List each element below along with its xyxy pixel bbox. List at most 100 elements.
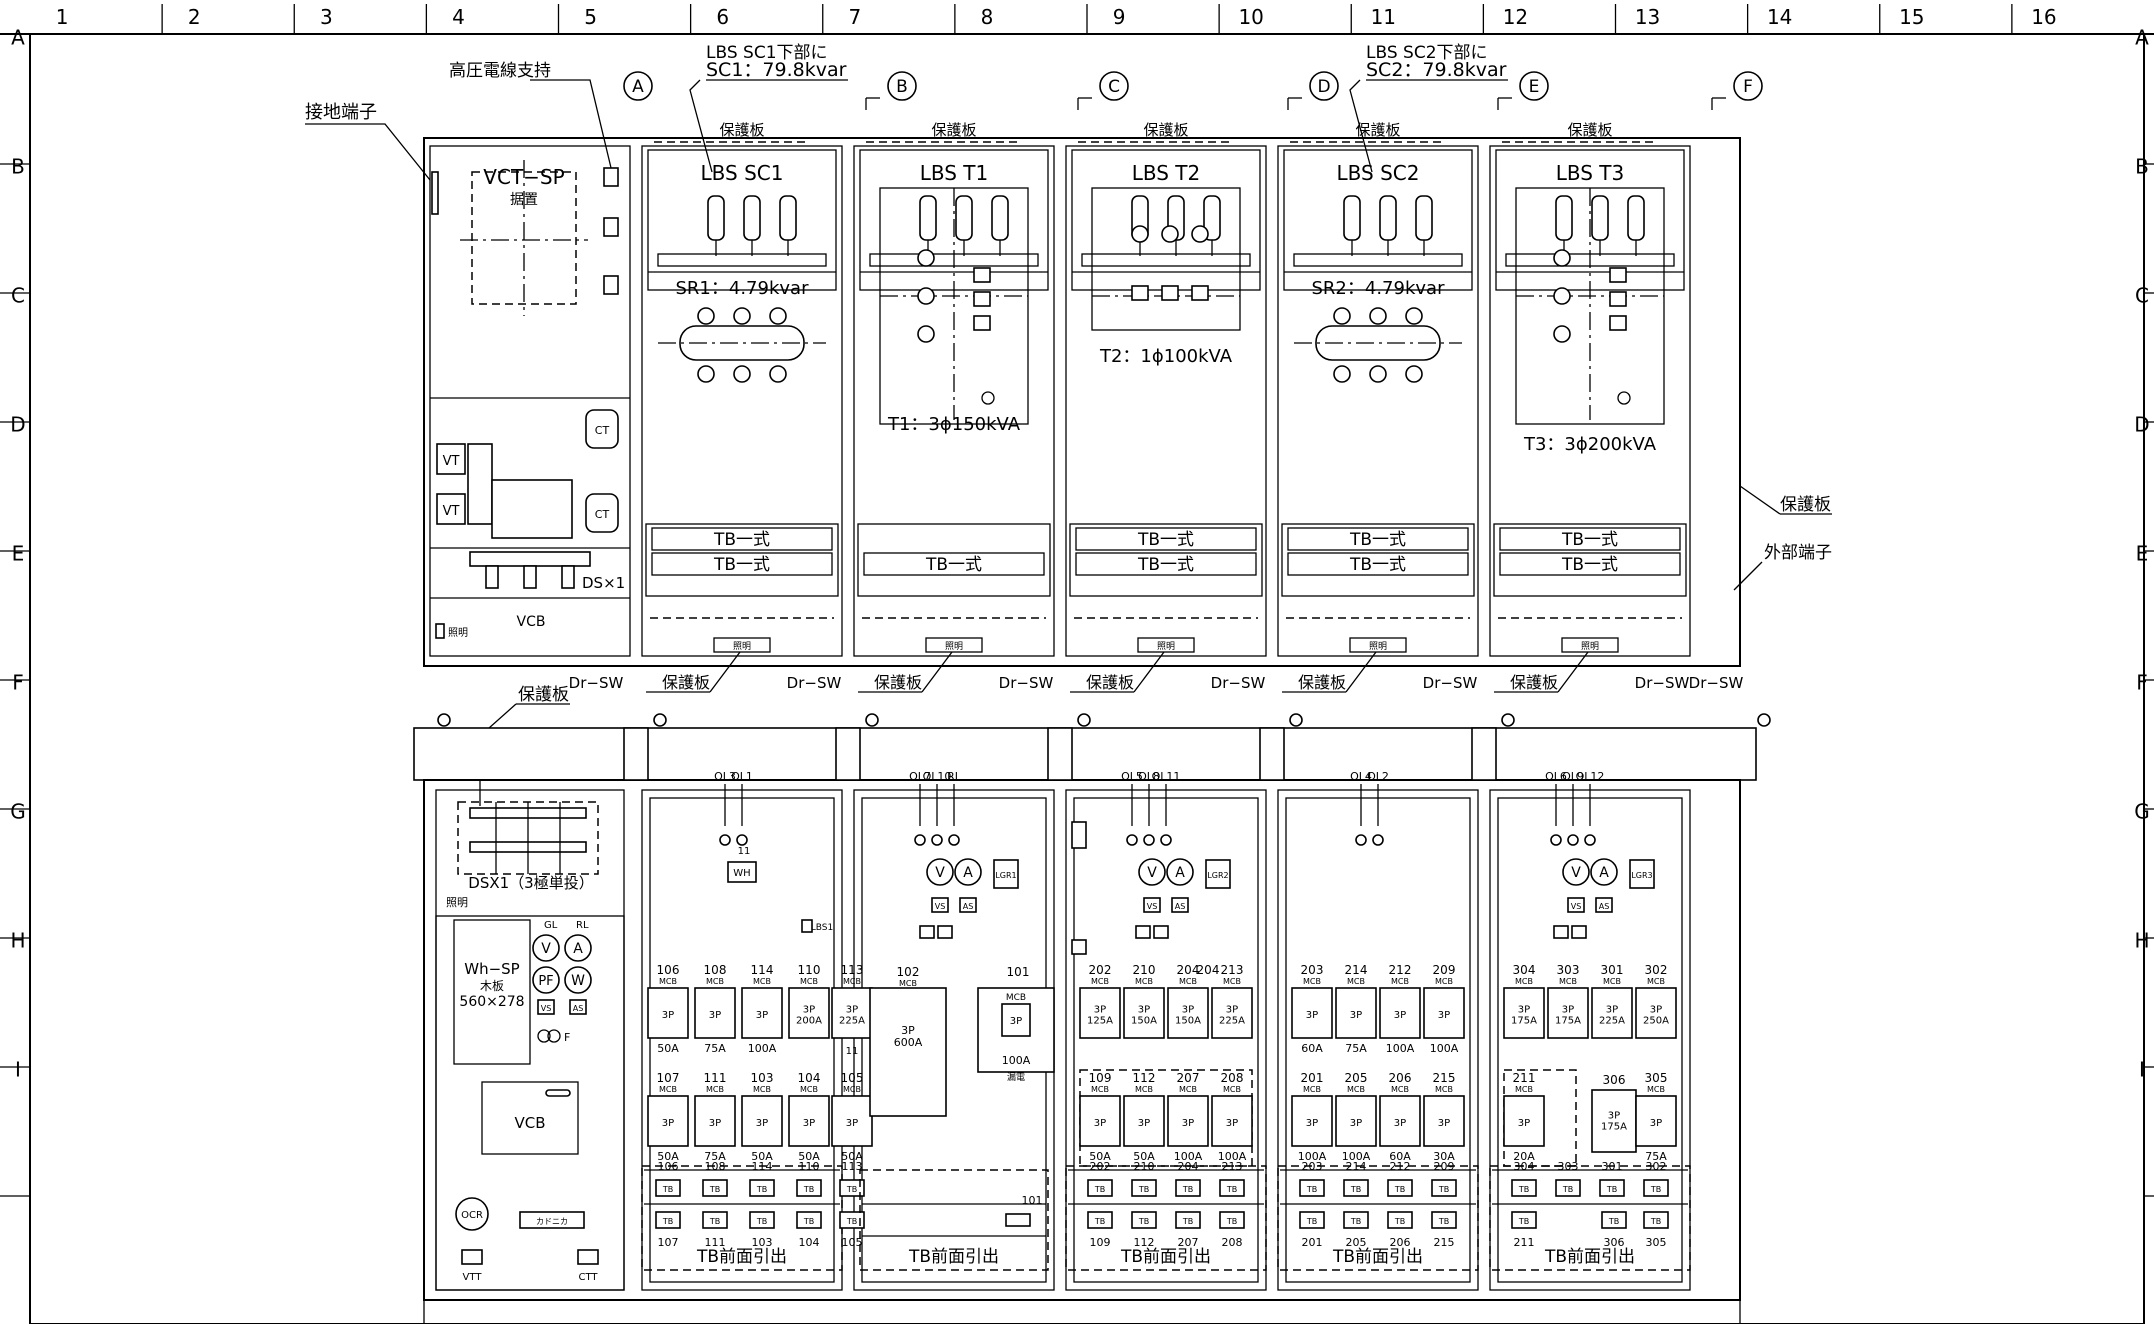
mcb-114[interactable] (741, 987, 783, 1039)
tb-top-id-214: 214 (1346, 1160, 1367, 1173)
vs-switch-label: VS (1147, 902, 1158, 911)
mcb-206[interactable] (1379, 1095, 1421, 1147)
grid-row-H-right: H (2134, 929, 2149, 953)
lamp-label-OL3: OL3 (714, 770, 736, 783)
mcb-103[interactable] (741, 1095, 783, 1147)
tb-block-label: TB (1182, 1185, 1193, 1194)
tb-block-label: TB (756, 1185, 767, 1194)
lamp-gl: GL (544, 920, 558, 931)
lv-channel-base (423, 1299, 1741, 1324)
as-switch[interactable] (1595, 897, 1613, 913)
mcb-212[interactable] (1379, 987, 1421, 1039)
mcb-208[interactable] (1211, 1095, 1253, 1147)
mcb-113[interactable] (831, 987, 873, 1039)
meter-v-label: V (1571, 865, 1581, 881)
mcb-303[interactable] (1547, 987, 1589, 1039)
tb-block-label: TB (1350, 1217, 1361, 1226)
mcb-rating-207: 100A (1174, 1150, 1203, 1163)
mcb-204[interactable] (1167, 987, 1209, 1039)
tb-bot-id-211: 211 (1514, 1236, 1535, 1249)
lbs-pole-3 (1415, 195, 1433, 241)
lighting-fixture-label: 照明 (1157, 641, 1175, 652)
transformer-bushing (1553, 249, 1571, 267)
transformer-bushing (917, 249, 935, 267)
as-switch[interactable] (1171, 897, 1189, 913)
mcb-112[interactable] (1123, 1095, 1165, 1147)
mcb-302[interactable] (1635, 987, 1677, 1039)
grid-col-6: 6 (716, 5, 729, 29)
mcb-210[interactable] (1123, 987, 1165, 1039)
transformer-bushing-lv (1191, 225, 1209, 243)
transformer-bushing (917, 325, 935, 343)
transformer-bushing (1553, 287, 1571, 305)
mcb-205[interactable] (1335, 1095, 1377, 1147)
mcb-110[interactable] (788, 987, 830, 1039)
mcb-203[interactable] (1291, 987, 1333, 1039)
vcb-handle[interactable] (545, 1089, 571, 1097)
mcb-301[interactable] (1591, 987, 1633, 1039)
ocr-relay (455, 1197, 489, 1231)
mcb-304[interactable] (1503, 987, 1545, 1039)
vs-switch[interactable] (931, 897, 949, 913)
mcb-tag: MCB (1559, 977, 1577, 986)
mcb-inner-112: 3P (1138, 1118, 1150, 1129)
grid-row-F-right: F (2136, 671, 2148, 695)
lamp-label-OL6: OL6 (1545, 770, 1567, 783)
tb-block-213 (1219, 1179, 1245, 1197)
mcb-104[interactable] (788, 1095, 830, 1147)
mcb-inner-204-line: 150A (1175, 1016, 1201, 1027)
mcb-111[interactable] (694, 1095, 736, 1147)
tb-block-label: TB (1606, 1185, 1617, 1194)
mcb-id-109: 109 (1089, 1071, 1112, 1085)
mcb-105[interactable] (831, 1095, 873, 1147)
ds-pole-3 (561, 565, 575, 589)
mcb-207[interactable] (1167, 1095, 1209, 1147)
wh-size-label: 560×278 (459, 994, 524, 1010)
transformer-terminal (1191, 285, 1209, 301)
as-switch[interactable] (569, 999, 587, 1015)
grid-col-3: 3 (320, 5, 333, 29)
mcb-107[interactable] (647, 1095, 689, 1147)
mcb-inner-102-line: 3P (901, 1024, 915, 1037)
tb-block-104 (796, 1211, 822, 1229)
tb-block-label: TB (803, 1217, 814, 1226)
lamp-label-OL9: OL9 (1562, 770, 1584, 783)
sc2-note-line2: SC2：79.8kvar (1366, 59, 1507, 81)
grid-col-12: 12 (1503, 5, 1528, 29)
mcb-109[interactable] (1079, 1095, 1121, 1147)
lv-panel-4-content: OL4OL2203MCB3P60A214MCB3P75A212MCB3P100A… (1277, 770, 1479, 1271)
mcb-tag: MCB (1347, 977, 1365, 986)
vs-switch[interactable] (1143, 897, 1161, 913)
tb-block-label: TB (1438, 1217, 1449, 1226)
tb-front-title: TB前面引出 (1544, 1247, 1635, 1267)
ground-terminal-bar (431, 171, 439, 215)
mcb-213[interactable] (1211, 987, 1253, 1039)
vs-switch[interactable] (537, 999, 555, 1015)
tb-bot-id-201: 201 (1302, 1236, 1323, 1249)
mcb-102[interactable] (869, 987, 947, 1117)
tb-block-301 (1599, 1179, 1625, 1197)
mcb-id-203: 203 (1301, 963, 1324, 977)
mcb-305[interactable] (1635, 1095, 1677, 1147)
sc2-note-leader (1349, 79, 1373, 173)
mcb-215[interactable] (1423, 1095, 1465, 1147)
mcb-108[interactable] (694, 987, 736, 1039)
mcb-209[interactable] (1423, 987, 1465, 1039)
mcb-202[interactable] (1079, 987, 1121, 1039)
mcb-106[interactable] (647, 987, 689, 1039)
as-switch[interactable] (959, 897, 977, 913)
mcb-inner-106-line: 3P (662, 1010, 674, 1021)
mcb-211[interactable] (1503, 1095, 1545, 1147)
mcb-201[interactable] (1291, 1095, 1333, 1147)
meter-pf (532, 966, 560, 994)
mcb-rating-205: 100A (1342, 1150, 1371, 1163)
grid-col-8: 8 (981, 5, 994, 29)
mcb-306[interactable] (1591, 1089, 1637, 1153)
mcb-inner-114: 3P (756, 1010, 768, 1021)
tb-block-306 (1601, 1211, 1627, 1229)
mcb-214[interactable] (1335, 987, 1377, 1039)
grid-row-I-right: I (2139, 1058, 2145, 1082)
vs-switch[interactable] (1567, 897, 1585, 913)
